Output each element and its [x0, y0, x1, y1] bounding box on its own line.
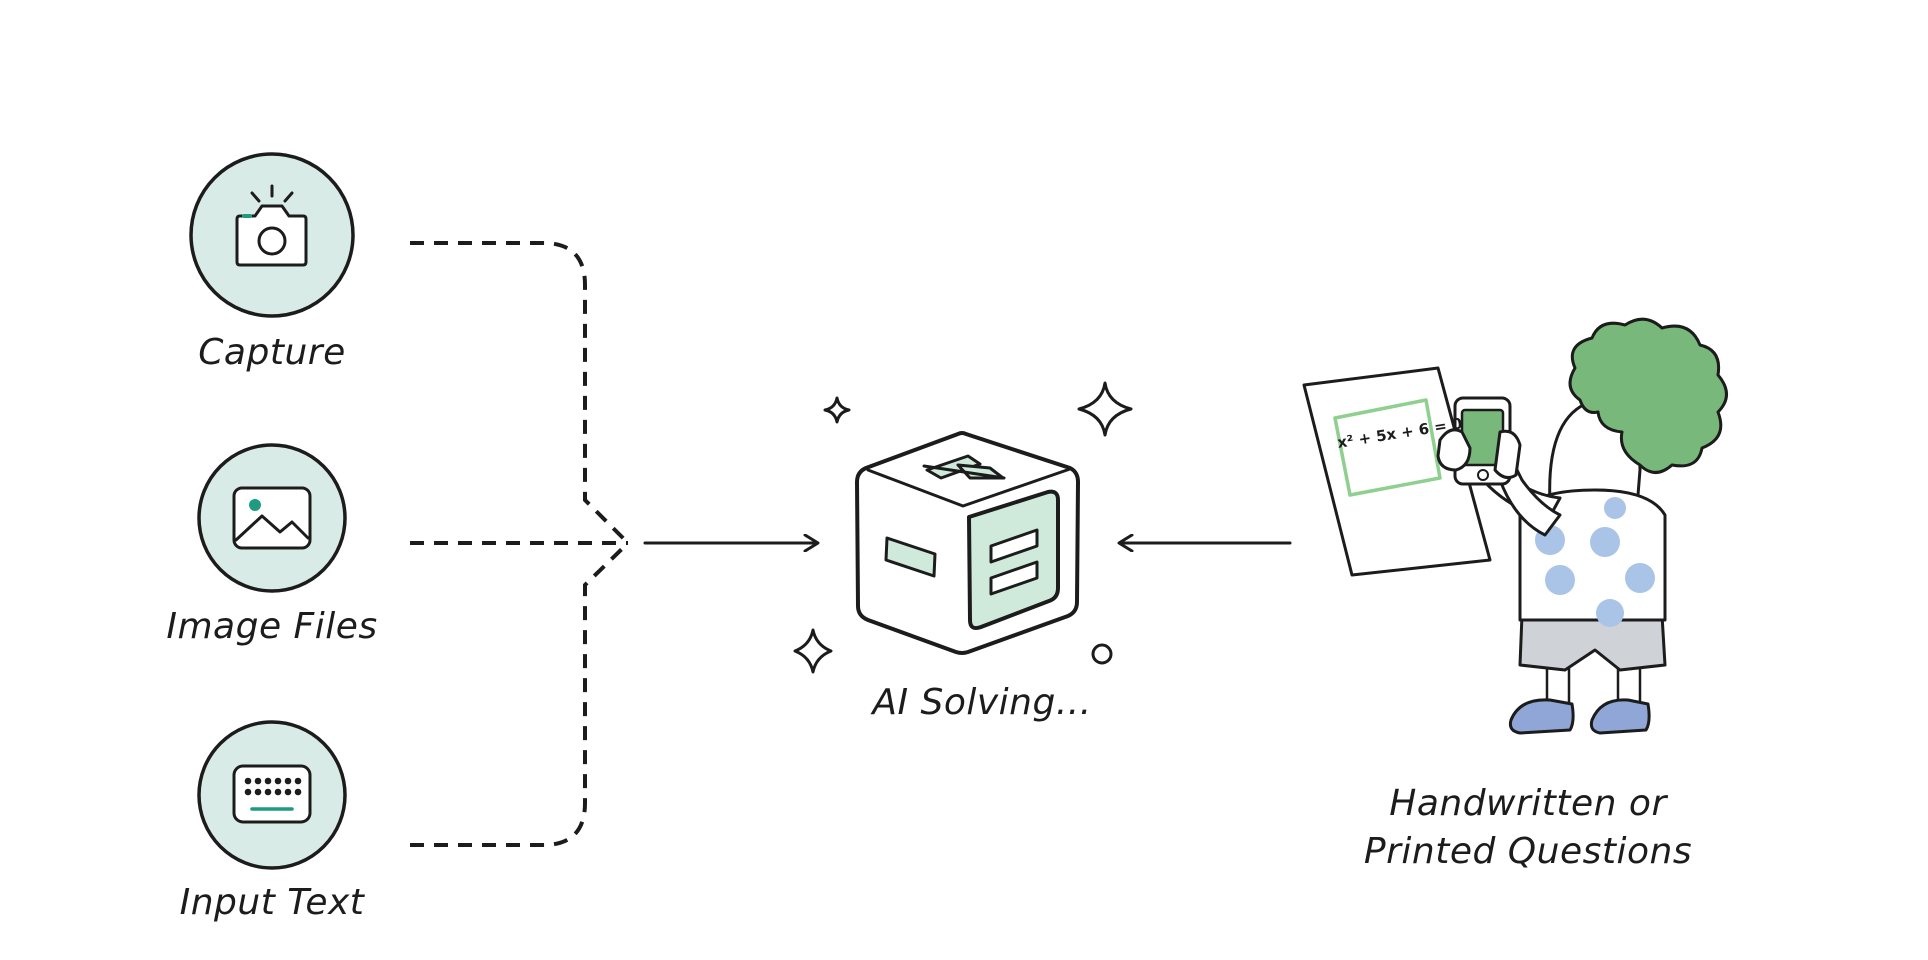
image-files-label: Image Files	[166, 606, 378, 647]
source-label-line2: Printed Questions	[1363, 831, 1693, 872]
image-files-node	[197, 443, 347, 593]
sparkle-icons	[793, 381, 1133, 674]
input-text-label: Input Text	[179, 882, 365, 923]
keyboard-icon	[232, 764, 312, 824]
calculator-cube-icon	[855, 431, 1080, 655]
student-photographing-paper-illustration	[1302, 317, 1728, 735]
source-label-line1: Handwritten or	[1389, 783, 1667, 824]
source-label: Handwritten or Printed Questions	[1364, 780, 1692, 876]
question-paper	[1302, 366, 1492, 577]
image-icon	[232, 486, 312, 550]
dashed-merge-connector	[410, 241, 630, 847]
camera-icon	[235, 184, 308, 267]
equation-highlight-box	[1333, 398, 1442, 497]
solver-label: AI Solving...	[872, 682, 1092, 723]
capture-label: Capture	[198, 332, 346, 373]
capture-node	[189, 152, 355, 318]
hair	[1568, 317, 1728, 474]
input-text-node	[197, 720, 347, 870]
